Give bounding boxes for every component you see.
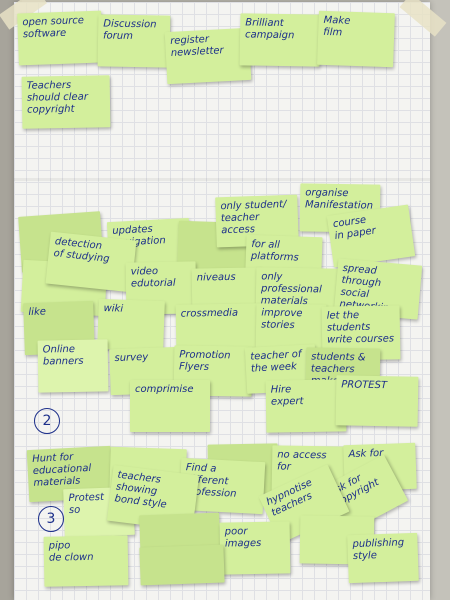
sticky-note: Brilliant campaign [239,13,321,67]
sticky-note [139,544,225,586]
note-text: PROTEST [341,379,388,392]
sticky-note: poor images [219,521,291,575]
note-text: poor images [224,526,262,550]
note-text: Hire expert [270,384,304,408]
sticky-note: Make film [317,10,395,68]
note-text: Online banners [42,343,84,368]
note-text: Brilliant campaign [244,17,295,42]
note-text: niveaus [196,271,236,284]
note-text: course in paper [332,214,377,243]
note-text: Make film [323,14,351,39]
note-text: for all platforms [250,238,299,264]
note-text: Teachers should clear copyright [26,79,88,116]
sticky-note: publishing style [347,532,419,584]
note-text: teachers showing bond style [113,469,168,511]
sticky-note: Teachers should clear copyright [21,75,111,129]
note-text: crossmedia [180,307,239,320]
note-text: let the students write courses [326,310,395,346]
sticky-note: Discussion forum [97,14,171,68]
note-text: Hunt for educational materials [31,451,92,489]
sticky-note: Hire expert [265,379,347,433]
sticky-note: comprimise [130,380,210,432]
note-text: like [28,306,47,319]
sticky-note: pipo de clown [43,535,129,587]
note-text: pipo de clown [48,540,94,564]
note-text: Promotion Flyers [178,349,231,373]
section-marker: 2 [34,408,60,434]
note-text: open source software [22,15,85,41]
sticky-note: register newsletter [164,27,252,85]
sticky-note: Online banners [37,339,109,393]
section-marker: 3 [38,506,64,532]
note-text: Discussion forum [102,18,157,42]
sticky-note: open source software [17,10,103,66]
note-text: publishing style [352,537,405,563]
sticky-note: for all platforms [245,234,323,272]
note-text: video edutorial [130,266,176,290]
sticky-note: detection of studying [45,231,137,293]
note-text: comprimise [135,384,194,395]
paper-fold [14,178,430,181]
note-text: register newsletter [169,33,224,59]
note-text: improve stories [260,307,303,332]
note-text: survey [114,351,149,365]
note-text: detection of studying [53,236,110,265]
note-text: only student/ teacher access [220,198,287,237]
note-text: teacher of the week [250,348,302,375]
note-text: organise Manifestation [304,187,374,212]
sticky-note: PROTEST [335,375,419,427]
note-text: wiki [103,303,124,315]
